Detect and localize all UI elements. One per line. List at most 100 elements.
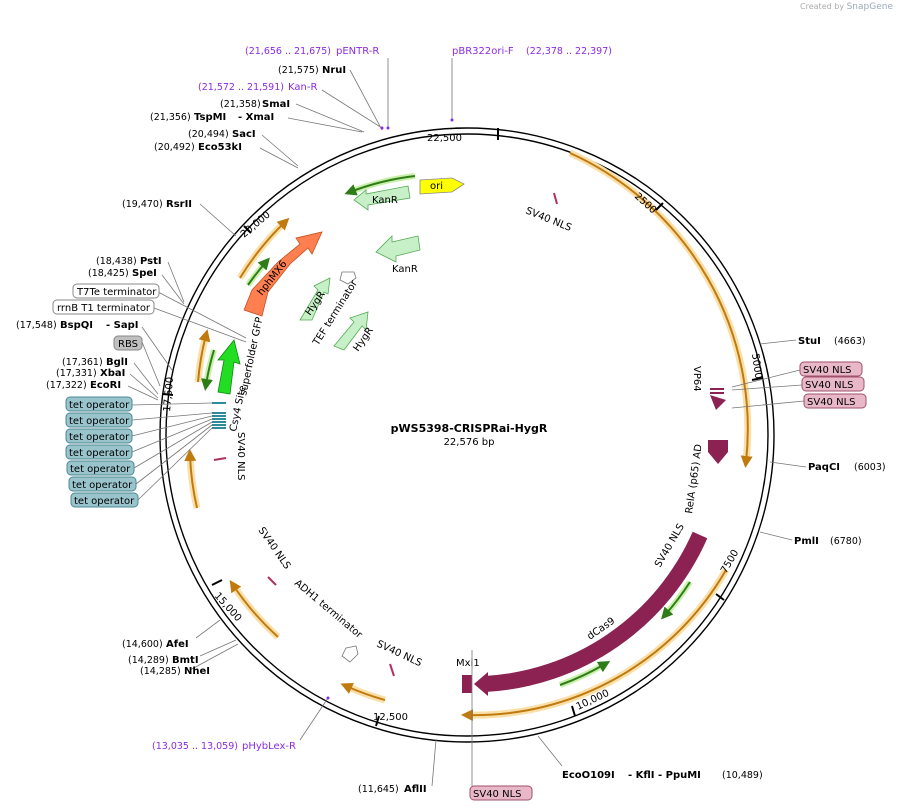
sv40-bottom-box [469,785,533,801]
kanr-outer-arrow [353,185,411,211]
enzyme-name: NheI [184,666,210,677]
kanr-inner-arrow [375,235,421,263]
enzyme-name: BglI [106,357,128,368]
hphmx6-arrow [243,231,323,317]
enzyme-pos: (20,494) [188,129,229,140]
enzyme-pos: (6780) [830,536,862,547]
enzyme-pos: (17,331) [56,368,97,379]
orange-arc [229,580,279,638]
mxi1-label: Mxi1 [456,658,480,669]
enzyme-name: BmtI [172,655,199,666]
sv40-label: SV40 NLS [807,397,856,408]
enzyme-pos: (18,425) [88,268,129,279]
orange-arc-halo [568,149,752,463]
tick-label: 7500 [719,548,741,576]
tef-terminator-arrow [339,271,357,285]
tet-operator-boxes: tet operator tet operator tet operator t… [65,396,139,508]
hygr-1-arrow [299,277,331,321]
tet-operator-label: tet operator [69,416,130,427]
rbs-label: RBS [118,339,138,350]
enzyme-pos: (18,438) [96,256,137,267]
primer-range: (22,378 .. 22,397) [526,46,612,57]
gfp-arrow [217,339,241,395]
kanr-outer-label: KanR [372,195,398,206]
enzyme-pos: (14,289) [128,655,169,666]
rbs-box [113,335,143,351]
green-track-features [201,173,693,688]
sv40-nls-top-label: SV40 NLS [524,206,573,234]
tet-operator-label: tet operator [69,448,130,459]
tick-label: 22,500 [427,133,462,144]
tick-label: 5000 [749,353,763,380]
rela-label: RelA (p65) AD [684,443,705,514]
primer-name: pBR322ori-F [452,46,514,57]
enzyme-pos: (14,285) [140,666,181,677]
csy4-label: Csy4 Site [228,385,249,433]
orange-arc [461,569,727,722]
adh1-terminator-arrow [341,645,359,663]
dcas9-feature [462,388,728,696]
ori-feature [419,177,465,195]
plasmid-name: pWS5398-CRISPRai-HygR [391,422,548,435]
enzyme-pos: (6003) [854,462,886,473]
enzyme-name: PmlI [794,536,819,547]
primer-range: (21,572 .. 21,591) [198,82,284,93]
backbone-ticks [162,128,763,727]
enzyme-name: PstI [140,256,162,267]
sv40-label: SV40 NLS [805,380,854,391]
enzyme-name: BspQI [60,320,93,331]
boxed-terminators: T7Te terminator rrnB T1 terminator [52,283,160,315]
orange-arc [184,449,198,509]
primer-name: pHybLex-R [242,741,296,752]
orange-arc [569,152,753,468]
primer-range: (13,035 .. 13,059) [152,741,238,752]
tet-operator-label: tet operator [69,400,130,411]
enzyme-pos: (10,489) [722,770,763,781]
sv40-nls-left-label: SV40 NLS [235,432,246,481]
snapgene-brand: Created by SnapGene [800,2,893,12]
enzyme-name: NruI [322,65,346,76]
sv40-nls-lower-left-label: SV40 NLS [256,525,293,571]
sv40-bottom-label: SV40 NLS [473,789,522,800]
outer-track-features [184,149,753,722]
plasmid-size: 22,576 bp [444,437,495,448]
orange-arc [340,682,386,701]
enzyme-name: XbaI [100,368,125,379]
enzyme-name: SacI [232,129,256,140]
enzyme-pos: (17,548) [16,320,57,331]
enzyme-pos: (14,600) [122,639,163,650]
enzyme-pos: (21,356) [150,112,191,123]
enzyme-name: PaqCI [808,462,840,473]
enzyme-name: SpeI [132,268,157,279]
hygr-1-label: HygR [303,289,327,317]
tick-label: 17,500 [162,376,176,412]
primer-name: pENTR-R [336,46,379,57]
enzyme-pos: (17,361) [62,357,103,368]
terminator-label: rrnB T1 terminator [57,303,151,314]
vp64-label: VP64 [691,366,702,392]
enzyme-name: EcoRI [90,380,121,391]
tet-operator-label: tet operator [74,496,135,507]
enzyme-name: AflII [404,784,427,795]
sv40-right-boxes: SV40 NLS SV40 NLS SV40 NLS [799,361,867,409]
enzyme-extra: - SapI [106,320,138,331]
tick-label: 12,500 [373,712,408,723]
enzyme-pos: (20,492) [154,142,195,153]
enzyme-name: SmaI [262,99,290,110]
enzyme-name: TspMI [194,112,226,123]
adh1-label: ADH1 terminator [292,578,365,641]
primer-name: Kan-R [288,82,317,93]
enzyme-extra: - KflI - PpuMI [628,770,701,781]
enzyme-name: Eco53kI [198,142,242,153]
enzyme-pos: (4663) [834,336,866,347]
tet-operator-label: tet operator [69,432,130,443]
backbone-inner [165,133,769,737]
enzyme-name: RsrII [166,199,192,210]
orange-arc [239,217,290,279]
enzyme-name: EcoO109I [562,770,615,781]
enzyme-name: AfeI [166,639,189,650]
kanr-inner-label: KanR [392,264,418,275]
backbone-outer [159,127,775,743]
enzyme-pos: (19,470) [122,199,163,210]
